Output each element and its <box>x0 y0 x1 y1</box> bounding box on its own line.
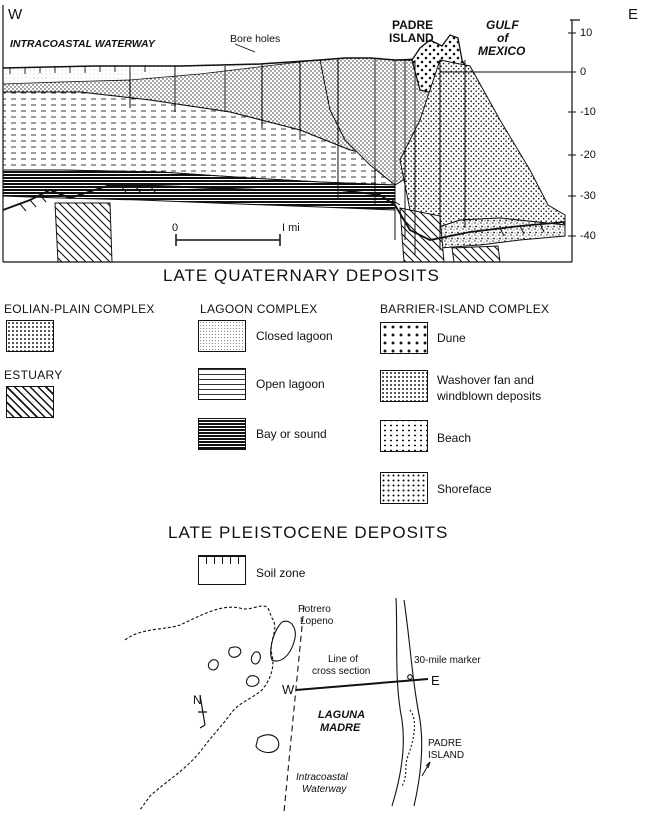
map-east-label: E <box>431 673 440 688</box>
scale-zero: 0 <box>172 222 179 234</box>
map-lake <box>255 734 280 754</box>
washover-label-1: Washover fan and <box>437 373 534 387</box>
map-west-label: W <box>282 682 295 697</box>
laguna-label: LAGUNA <box>318 709 366 721</box>
eolian-group-title: EOLIAN-PLAIN COMPLEX <box>4 302 155 316</box>
depth-axis <box>568 30 576 238</box>
open-lagoon-swatch <box>198 368 246 400</box>
closed-lagoon-label: Closed lagoon <box>256 329 333 343</box>
padre-island-shore <box>401 709 416 787</box>
mainland-shoreline <box>124 605 276 811</box>
bore-hole-lines <box>129 58 466 255</box>
scale-bar <box>175 234 281 246</box>
intracoastal-line <box>283 605 305 813</box>
open-lagoon-label: Open lagoon <box>256 377 325 391</box>
cross-section <box>2 5 580 263</box>
mexico-label: MEXICO <box>478 44 526 58</box>
quaternary-heading: LATE QUATERNARY DEPOSITS <box>163 266 440 285</box>
location-map <box>124 597 431 813</box>
shoreface-swatch <box>380 472 428 504</box>
scale-mile: I mi <box>282 222 300 234</box>
depth-tick-label: -10 <box>580 106 596 118</box>
padre-label: PADRE <box>392 18 434 32</box>
section-frame <box>2 5 580 263</box>
intracoastal-label: INTRACOASTAL WATERWAY <box>10 38 155 50</box>
beach-swatch <box>380 420 428 452</box>
depth-tick-label: -30 <box>580 190 596 202</box>
shoreface-label: Shoreface <box>437 482 492 496</box>
estuary-swatch <box>6 386 54 418</box>
barrier-group-title: BARRIER-ISLAND COMPLEX <box>380 302 550 316</box>
dune-label: Dune <box>437 331 466 345</box>
depth-tick-label: 0 <box>580 66 587 78</box>
barrier-island-east <box>403 599 423 807</box>
island-label: ISLAND <box>389 31 434 45</box>
washover-label-2: windblown deposits <box>437 389 542 403</box>
icw-label-2: Waterway <box>302 784 347 795</box>
mile-marker <box>407 674 413 680</box>
bay-swatch <box>198 418 246 450</box>
gulf-label: GULF <box>486 18 519 32</box>
map-island-label: ISLAND <box>428 750 465 761</box>
estuary-unit-west <box>54 202 113 263</box>
north-arrow <box>198 694 207 729</box>
barrier-island-west <box>391 597 404 807</box>
west-label: W <box>8 6 23 23</box>
estuary-unit-south <box>451 245 501 263</box>
lagoon-group-title: LAGOON COMPLEX <box>200 302 318 316</box>
pleistocene-heading: LATE PLEISTOCENE DEPOSITS <box>168 523 449 542</box>
line-label-1: Line of <box>328 654 359 665</box>
north-label: N <box>193 693 202 707</box>
line-label-2: cross section <box>312 666 371 677</box>
potrero-lopeno <box>270 620 296 662</box>
cross-section-line <box>295 678 429 691</box>
madre-label: MADRE <box>320 722 361 734</box>
of-label: of <box>497 31 509 45</box>
closed-lagoon-swatch <box>198 320 246 352</box>
bore-holes-label: Bore holes <box>230 33 281 45</box>
depth-tick-label: -40 <box>580 230 596 242</box>
beach-label: Beach <box>437 431 472 445</box>
washover-swatch <box>380 370 428 402</box>
eolian-swatch <box>6 320 54 352</box>
lopeno-label: Lopeno <box>300 616 334 627</box>
east-label: E <box>628 6 639 23</box>
soil-zone-swatch <box>198 555 246 585</box>
bay-label: Bay or sound <box>256 427 327 441</box>
depth-tick-label: 10 <box>580 27 593 39</box>
icw-label-1: Intracoastal <box>296 772 348 783</box>
map-padre-label: PADRE <box>428 738 462 749</box>
soil-zone-line <box>2 184 566 241</box>
estuary-group-title: ESTUARY <box>4 368 63 382</box>
marker-label: 30-mile marker <box>414 655 481 666</box>
depth-tick-label: -20 <box>580 149 596 161</box>
soil-zone-label: Soil zone <box>256 566 306 580</box>
potrero-label: Potrero <box>298 604 331 615</box>
dune-swatch <box>380 322 428 354</box>
